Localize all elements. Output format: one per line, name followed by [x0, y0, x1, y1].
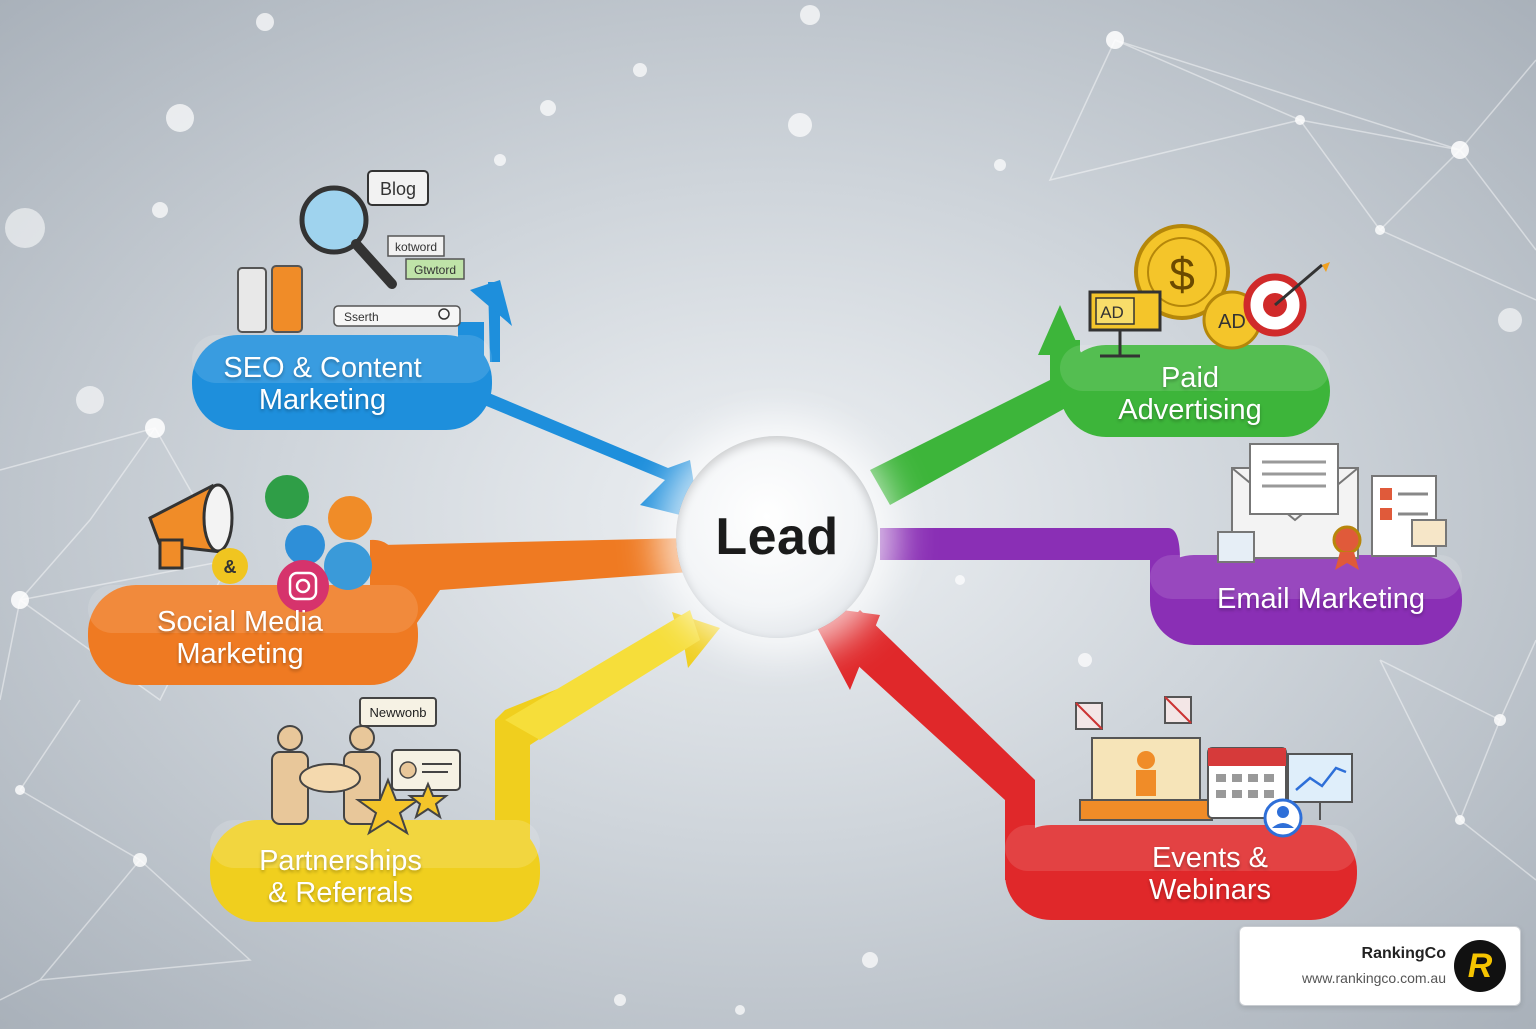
svg-text:Newwonb: Newwonb [369, 705, 426, 720]
social-label-line2: Marketing [176, 638, 304, 670]
star-icon [354, 777, 422, 836]
star-icon-2 [407, 781, 449, 820]
partners-icons: Newwonb [271, 697, 461, 836]
seo-arrow [192, 280, 700, 520]
svg-text:$: $ [1169, 248, 1195, 300]
social-icons: & [148, 475, 372, 612]
email-arrow [880, 528, 1462, 645]
ad-board-icon: AD [1088, 290, 1162, 358]
email-label: Email Marketing [1196, 583, 1446, 615]
svg-text:AD: AD [1218, 311, 1246, 333]
paid-icons: $ AD AD [1088, 224, 1330, 358]
events-label-line1: Events & [1151, 842, 1269, 874]
social-arrow [88, 538, 690, 685]
share-circle-icon [265, 475, 309, 519]
search-bar-icon: Sserth [333, 305, 461, 327]
partners-arrow [210, 610, 720, 922]
svg-text:Sserth: Sserth [344, 310, 379, 324]
events-arrow [805, 605, 1357, 920]
brand-url: www.rankingco.com.au [1302, 970, 1446, 986]
svg-text:Blog: Blog [380, 179, 416, 199]
user-avatar-icon [1263, 798, 1303, 838]
brand-logo-letter: R [1467, 946, 1493, 985]
paid-label-line2: Advertising [1118, 394, 1262, 426]
network-bubble-icon: Newwonb [359, 697, 437, 727]
phone-icon [237, 267, 267, 333]
brand-name: RankingCo [1361, 945, 1446, 962]
keyword-tag-icon: kotword [387, 235, 445, 257]
email-label-line1: Email Marketing [1217, 583, 1425, 615]
award-badge-icon [1332, 525, 1362, 570]
mobile-icon [271, 265, 303, 333]
social-label-line1: Social Media [156, 606, 324, 638]
id-card-icon [391, 749, 461, 791]
partners-label: Partnerships & Referrals [218, 845, 463, 909]
partners-label-line1: Partnerships [259, 845, 422, 877]
svg-text:kotword: kotword [395, 240, 437, 254]
magnifier-icon [299, 185, 397, 289]
svg-text:Gtwtord: Gtwtord [414, 263, 456, 277]
search-circle-icon [324, 542, 372, 590]
brand-logo-icon: R [1454, 940, 1506, 992]
instagram-icon [277, 560, 329, 612]
bus-circle-icon [285, 525, 325, 565]
monitor-chart-icon [1287, 753, 1353, 820]
people-handshake-icon [271, 725, 381, 825]
events-label-line2: Webinars [1149, 874, 1271, 906]
social-label: Social Media Marketing [110, 606, 370, 670]
newsletter-icon [1371, 475, 1447, 557]
lead-hub: Lead [676, 436, 878, 638]
stage-speaker-icon [1079, 737, 1213, 821]
paid-label: Paid Advertising [1085, 362, 1295, 426]
megaphone-icon [148, 483, 234, 570]
svg-text:AD: AD [1100, 303, 1124, 322]
lead-label: Lead [715, 508, 839, 566]
calendar-icon [1207, 747, 1287, 819]
seo-label-line1: SEO & Content [223, 352, 422, 384]
paid-label-line1: Paid [1160, 362, 1220, 394]
events-icons [1075, 696, 1353, 838]
partners-label-line2: & Referrals [267, 877, 414, 909]
photo-icon [1217, 531, 1255, 563]
svg-text:&: & [224, 557, 237, 577]
brand-card: RankingCo www.rankingco.com.au R [1239, 926, 1521, 1006]
blog-bubble-icon: Blog [367, 170, 429, 206]
target-icon [1243, 262, 1330, 337]
email-icons [1217, 443, 1447, 570]
seo-icons: Blog kotword Gtwtord Sserth [237, 170, 465, 333]
events-label: Events & Webinars [1120, 842, 1300, 906]
ampersand-circle-icon [212, 548, 248, 584]
seo-label: SEO & Content Marketing [200, 352, 445, 416]
seo-label-line2: Marketing [258, 384, 387, 416]
keyword-tag-icon-2: Gtwtord [405, 258, 465, 280]
chat-circle-icon [328, 496, 372, 540]
